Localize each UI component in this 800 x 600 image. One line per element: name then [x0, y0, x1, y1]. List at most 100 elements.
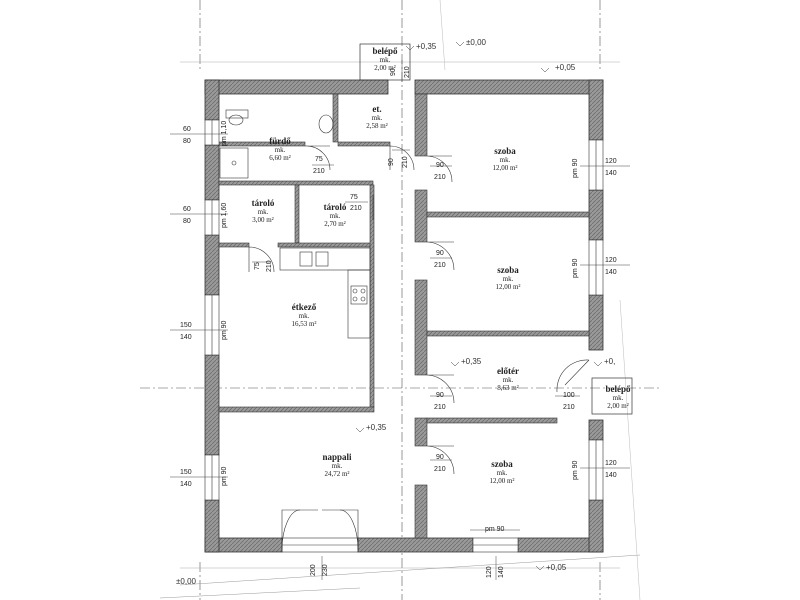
outer-walls [204, 79, 604, 553]
room-label-furdo: fürdő mk. 6,60 m² [250, 136, 310, 162]
room-name: belépő [605, 384, 631, 394]
room-area: 6,60 m² [269, 154, 291, 163]
dim-sz2-210: 210 [434, 262, 446, 269]
room-label-szoba-1: szoba mk. 12,00 m² [475, 146, 535, 172]
room-area: 16,53 m² [291, 320, 317, 329]
entry-landings [359, 43, 633, 415]
room-label-szoba-2: szoba mk. 12,00 m² [478, 265, 538, 291]
level-top-right: +0,05 [555, 63, 576, 72]
dim-tar-210: 210 [350, 205, 362, 212]
dim-sz3-210: 210 [434, 466, 446, 473]
dim-left-150-a: 150 [180, 322, 192, 329]
room-label-etkezo: étkező mk. 16,53 m² [272, 302, 336, 328]
dimension-lines [170, 60, 630, 580]
room-name: szoba [494, 146, 516, 156]
room-name: szoba [497, 265, 519, 275]
room-area: 2,70 m² [324, 220, 346, 229]
room-mk: mk. [331, 462, 343, 471]
dim-right-140-c: 140 [605, 472, 617, 479]
dim-sz1-90: 90 [436, 162, 444, 169]
dim-right-120-a: 120 [605, 158, 617, 165]
axis-lines [140, 0, 660, 600]
room-label-eloter: előtér mk. 8,63 m² [478, 366, 538, 392]
dim-pm90-left-a: pm 90 [221, 320, 228, 340]
dim-pm90-right-c: pm 90 [572, 460, 579, 480]
dim-pm160: pm 1,60 [221, 202, 228, 228]
room-mk: mk. [298, 312, 310, 321]
room-mk: mk. [496, 469, 508, 478]
dim-door-top-90: 90 [390, 68, 397, 76]
dim-etk-210: 210 [266, 260, 273, 272]
dim-left-60-a: 60 [183, 126, 191, 133]
dim-left-140-a: 140 [180, 334, 192, 341]
dim-pm110: pm 1,10 [221, 120, 228, 146]
dim-bottom-140: 140 [498, 566, 505, 578]
dim-elo-210: 210 [434, 404, 446, 411]
room-name: előtér [497, 366, 519, 376]
level-bottom-left: ±0,00 [176, 577, 196, 586]
room-area: 12,00 m² [495, 283, 521, 292]
dim-left-80-b: 80 [183, 218, 191, 225]
room-label-et: et. mk. 2,58 m² [350, 104, 404, 130]
dim-elo-90: 90 [436, 392, 444, 399]
dim-furdo-75: 75 [315, 156, 323, 163]
room-area: 2,00 m² [374, 64, 396, 73]
dim-right-140-a: 140 [605, 170, 617, 177]
dim-tar-75: 75 [350, 194, 358, 201]
dim-etk-75: 75 [254, 262, 261, 270]
dim-bottom-230: 230 [322, 564, 329, 576]
level-markers [355, 41, 603, 571]
dim-left-140-b: 140 [180, 481, 192, 488]
dim-sz3-90: 90 [436, 454, 444, 461]
room-name: nappali [322, 452, 352, 462]
dim-pm90-right-b: pm 90 [572, 258, 579, 278]
level-eloter: +0,35 [461, 357, 482, 366]
dim-left-60-b: 60 [183, 206, 191, 213]
dim-sz2-90: 90 [436, 250, 444, 257]
room-area: 2,58 m² [366, 122, 388, 131]
windows [204, 119, 604, 553]
level-top-plus: +0,35 [416, 42, 437, 51]
room-area: 12,00 m² [492, 164, 518, 173]
room-mk: mk. [612, 394, 624, 403]
dim-elo-210b: 210 [563, 404, 575, 411]
dim-furdo-210: 210 [313, 168, 325, 175]
room-label-szoba-3: szoba mk. 12,00 m² [472, 459, 532, 485]
room-mk: mk. [257, 208, 269, 217]
fixtures [219, 109, 371, 339]
room-area: 12,00 m² [489, 477, 515, 486]
room-label-tarolo-2: tároló mk. 2,70 m² [308, 202, 362, 228]
dim-right-120-b: 120 [605, 257, 617, 264]
dim-elo-100: 100 [563, 392, 575, 399]
dim-pm90-right-a: pm 90 [572, 158, 579, 178]
doors [248, 145, 590, 552]
room-area: 24,72 m² [324, 470, 350, 479]
room-label-nappali: nappali mk. 24,72 m² [304, 452, 370, 478]
dim-bottom-200: 200 [310, 564, 317, 576]
room-mk: mk. [502, 376, 514, 385]
room-name: tároló [251, 198, 275, 208]
room-name: fürdő [269, 136, 291, 146]
dim-et-90: 90 [388, 158, 395, 166]
room-area: 3,00 m² [252, 216, 274, 225]
dim-left-150-b: 150 [180, 469, 192, 476]
dim-et-210: 210 [402, 156, 409, 168]
room-area: 2,00 m² [607, 402, 629, 411]
room-name: tároló [323, 202, 347, 212]
dim-door-top-210: 210 [404, 66, 411, 78]
room-name: étkező [291, 302, 317, 312]
dim-sz1-210: 210 [434, 174, 446, 181]
room-area: 8,63 m² [497, 384, 519, 393]
room-mk: mk. [274, 146, 286, 155]
dim-pm90-left-b: pm 90 [221, 466, 228, 486]
room-name: belépő [372, 46, 398, 56]
room-mk: mk. [502, 275, 514, 284]
room-mk: mk. [329, 212, 341, 221]
level-bottom-right: +0,05 [546, 563, 567, 572]
level-top-zero: ±0,00 [466, 38, 486, 47]
room-name: et. [372, 104, 382, 114]
dim-right-120-c: 120 [605, 460, 617, 467]
room-mk: mk. [499, 156, 511, 165]
room-name: szoba [491, 459, 513, 469]
